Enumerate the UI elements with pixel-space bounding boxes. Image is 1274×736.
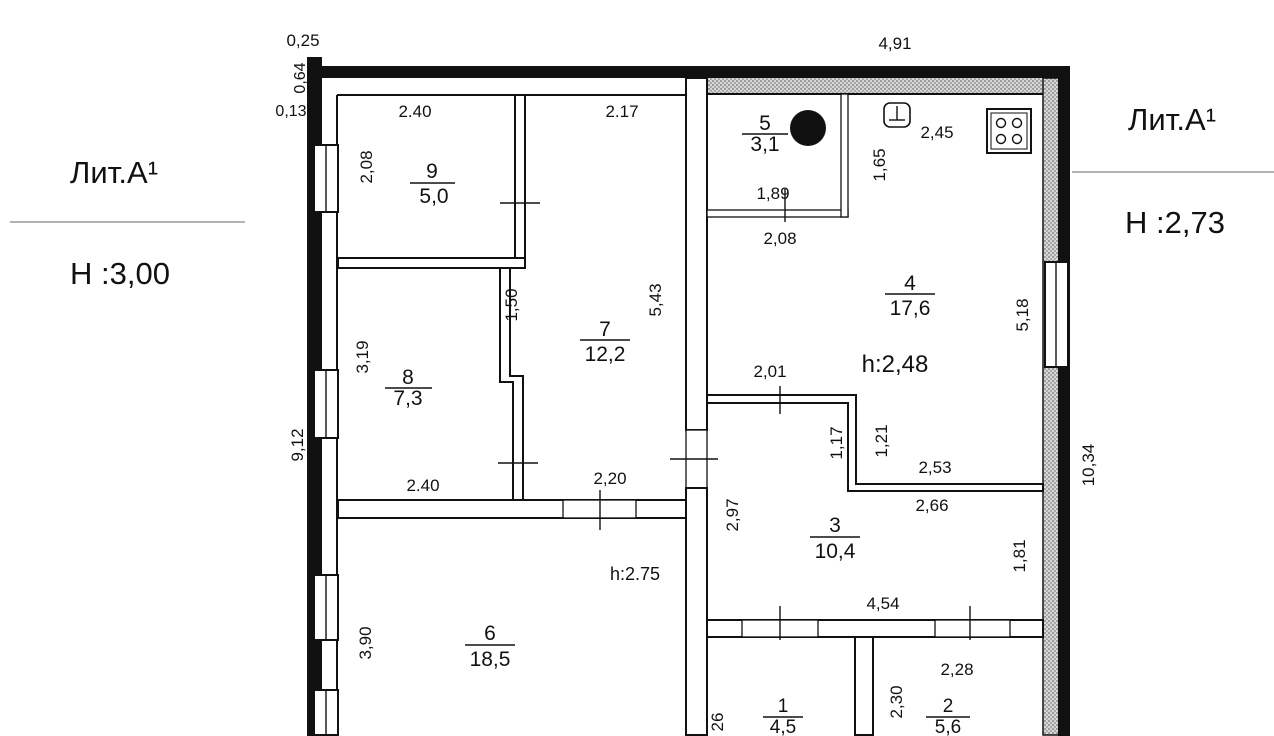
room-area: 4,5: [770, 717, 796, 736]
dim-room3-bottom: 4,54: [866, 594, 899, 613]
room-7-label: 7 12,2: [580, 318, 630, 366]
room-number: 1: [778, 696, 789, 717]
room-5-label: 5 3,1: [742, 112, 788, 156]
room-number: 2: [943, 696, 954, 717]
dim-room6-side: 3,90: [356, 626, 375, 659]
sink-icon: [883, 102, 911, 128]
room-number: 4: [904, 272, 916, 295]
wall-room4-room3: [706, 394, 1044, 492]
dim-room9-top: 2.40: [398, 102, 431, 121]
dim-room1-side: 26: [708, 713, 727, 732]
wall-room5-bottom: [706, 209, 849, 218]
dim-room2-side: 2,30: [887, 685, 906, 718]
dim-overall-left: 9,12: [288, 428, 307, 461]
stove-icon: [986, 108, 1032, 154]
dim-room4-step: 1,65: [870, 148, 889, 181]
door-markers: [498, 189, 971, 640]
title-block-right: Лит.А¹ Н :2,73: [1072, 102, 1274, 240]
ceiling-height-room4: h:2,48: [862, 351, 929, 378]
block-left-height: Н :3,00: [70, 256, 170, 291]
window-left-3: [313, 574, 339, 641]
room-area: 5,6: [935, 717, 961, 736]
wall-room5-right: [840, 93, 849, 218]
room-1-label: 1 4,5: [763, 696, 803, 736]
block-right-height: Н :2,73: [1125, 205, 1225, 240]
dim-room7-side: 5,43: [646, 283, 665, 316]
dim-room7-step: 1,50: [502, 288, 521, 321]
wall-room7-room4: [685, 77, 708, 431]
room-8-label: 8 7,3: [385, 366, 432, 410]
title-block-left: Лит.А¹ Н :3,00: [10, 155, 245, 291]
dim-room3-top: 2,01: [753, 362, 786, 381]
room-area: 18,5: [470, 648, 511, 671]
block-right-lit: Лит.А¹: [1128, 102, 1216, 137]
dim-room8-side: 3,19: [353, 340, 372, 373]
room-area: 12,2: [585, 343, 626, 366]
dim-room4-top: 2,45: [920, 123, 953, 142]
window-left-2: [313, 369, 339, 439]
dim-room5-outer: 2,08: [763, 229, 796, 248]
outer-wall-right: [1058, 66, 1070, 736]
dim-room5-inner: 1,89: [756, 184, 789, 203]
dim-room4-bottom: 2,53: [918, 458, 951, 477]
dim-room2-top: 2,28: [940, 660, 973, 679]
wall-room6-room3: [685, 487, 708, 736]
doorway-room2: [934, 619, 1011, 638]
wall-room1-room2: [854, 636, 874, 736]
room-number: 3: [829, 514, 841, 537]
dim-room9-side: 2,08: [357, 150, 376, 183]
room-number: 8: [402, 366, 414, 389]
riser-icon: [790, 110, 826, 146]
dim-room8-bottom: 2.40: [406, 476, 439, 495]
dimension-labels-vertical: 0,64 2,08 5,43 1,50 3,19 9,12 1,65 5,18 …: [288, 62, 1098, 731]
windows: [313, 144, 1069, 736]
room-area: 17,6: [890, 297, 931, 320]
dim-corner-inner: 0,13: [275, 103, 306, 120]
dim-room3-right: 1,81: [1010, 539, 1029, 572]
outer-wall-top: [307, 66, 1070, 78]
dim-room3-side: 2,97: [723, 498, 742, 531]
block-left-lit: Лит.А¹: [70, 155, 158, 190]
window-right: [1044, 261, 1069, 368]
dim-room4-notch: 1,21: [872, 424, 891, 457]
room-area: 3,1: [750, 133, 779, 156]
room-2-label: 2 5,6: [926, 696, 970, 736]
dim-room4-side: 5,18: [1013, 298, 1032, 331]
dim-overall-top: 4,91: [878, 34, 911, 53]
dim-corner-side: 0,64: [292, 62, 309, 93]
dim-room3-top-right: 2,66: [915, 496, 948, 515]
dim-room7-top: 2.17: [605, 102, 638, 121]
wall-room9-room8: [337, 257, 526, 269]
room-number: 7: [599, 318, 611, 341]
room-6-label: 6 18,5: [465, 622, 515, 671]
insulated-wall-top: [707, 78, 1059, 94]
room-area: 5,0: [419, 185, 448, 208]
dim-room3-notch: 1,17: [827, 426, 846, 459]
dimension-labels-horizontal: 0,25 4,91 0,13 2.40 2.17 2.40 2,20 1,89 …: [275, 31, 973, 679]
room-area: 7,3: [393, 387, 422, 410]
room-number: 5: [759, 112, 771, 135]
dim-room7-bottom: 2,20: [593, 469, 626, 488]
room-number: 9: [426, 160, 438, 183]
room-area: 10,4: [815, 540, 856, 563]
room-9-label: 9 5,0: [410, 160, 455, 208]
room-4-label: 4 17,6: [885, 272, 935, 320]
insulated-wall-right: [1042, 77, 1060, 736]
room-3-label: 3 10,4: [810, 514, 860, 563]
window-left-1: [313, 144, 339, 213]
window-left-4: [313, 689, 339, 736]
wall-room9-room7: [514, 94, 526, 263]
ceiling-height-room6: h:2.75: [610, 564, 660, 584]
room-number: 6: [484, 622, 496, 645]
dim-corner-top: 0,25: [286, 31, 319, 50]
dim-overall-right: 10,34: [1079, 444, 1098, 487]
